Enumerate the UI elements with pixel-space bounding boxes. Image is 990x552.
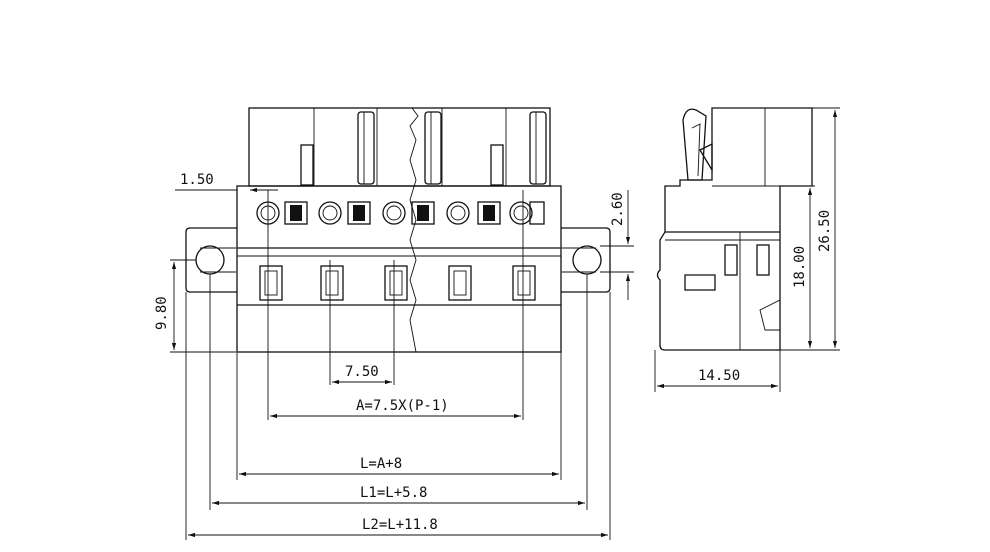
dim-offset-top: 1.50 — [180, 172, 214, 188]
dim-side-height-inner: 18.00 — [792, 246, 808, 288]
dim-l2-formula: L2=L+11.8 — [362, 517, 438, 533]
dim-height-left: 9.80 — [154, 296, 170, 330]
side-view — [656, 107, 813, 351]
dim-a-formula: A=7.5X(P-1) — [356, 398, 449, 414]
side-dimensions — [654, 107, 840, 392]
latch-2 — [424, 111, 442, 185]
latch-3 — [529, 111, 547, 185]
dim-l-formula: L=A+8 — [360, 456, 402, 472]
dim-hole-offset: 2.60 — [610, 192, 626, 226]
dim-side-height-total: 26.50 — [817, 210, 833, 252]
right-flange — [561, 227, 611, 293]
front-dimensions — [170, 187, 634, 540]
contact-windows — [259, 265, 536, 301]
dim-pitch: 7.50 — [345, 364, 379, 380]
dim-l1-formula: L1=L+5.8 — [360, 485, 427, 501]
terminal-row — [256, 201, 545, 225]
front-view — [185, 107, 611, 420]
latch-1 — [357, 111, 375, 185]
dim-side-width: 14.50 — [698, 368, 740, 384]
